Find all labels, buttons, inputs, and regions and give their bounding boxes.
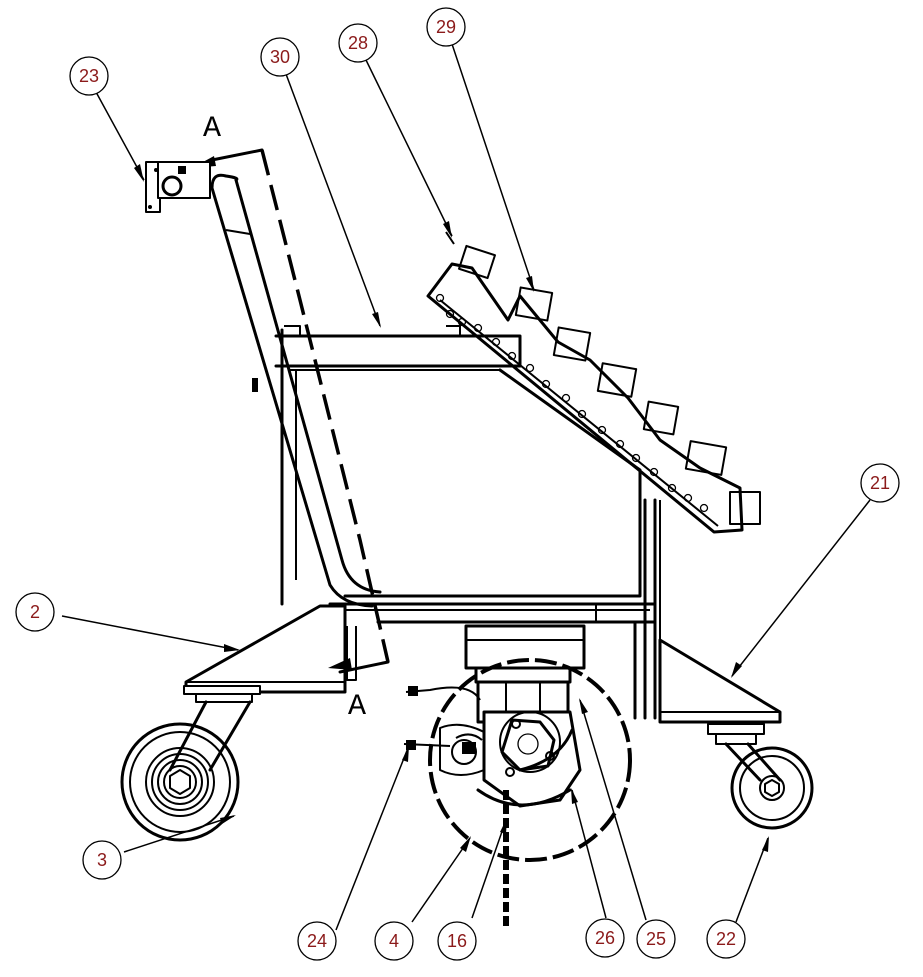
callout-4: 4 (374, 921, 414, 961)
callout-2-label: 2 (30, 602, 40, 622)
callout-2: 2 (15, 592, 55, 632)
callout-25-label: 25 (646, 929, 666, 949)
callout-29-label: 29 (436, 17, 456, 37)
section-label-top: A (203, 112, 221, 146)
callout-16-label: 16 (447, 931, 467, 951)
storage-bin (274, 325, 642, 606)
callout-21: 21 (860, 463, 900, 503)
callout-28-label: 28 (348, 33, 368, 53)
callout-30-label: 30 (270, 47, 290, 67)
callout-3: 3 (82, 840, 122, 880)
callout-16: 16 (437, 921, 477, 961)
callout-22-label: 22 (716, 929, 736, 949)
base-frame (184, 498, 782, 724)
callout-21-label: 21 (870, 473, 890, 493)
callout-26-label: 26 (595, 928, 615, 948)
callout-28: 28 (338, 23, 378, 63)
section-label-bottom: A (348, 690, 366, 724)
center-drive-assembly (403, 624, 632, 930)
left-caster-wheel (120, 685, 261, 842)
callout-22: 22 (706, 919, 746, 959)
tool-rack (426, 231, 761, 534)
callout-23-label: 23 (79, 66, 99, 86)
callout-29: 29 (426, 7, 466, 47)
push-handle (192, 148, 390, 674)
callout-24: 24 (297, 921, 337, 961)
callout-30: 30 (260, 37, 300, 77)
callout-24-label: 24 (307, 931, 327, 951)
right-caster-wheel (707, 723, 814, 830)
callout-4-label: 4 (389, 931, 399, 951)
callout-23: 23 (69, 56, 109, 96)
leader-lines (61, 43, 871, 931)
callout-3-label: 3 (97, 850, 107, 870)
callout-25: 25 (636, 919, 676, 959)
handle-bracket (145, 161, 211, 213)
callout-26: 26 (585, 918, 625, 958)
